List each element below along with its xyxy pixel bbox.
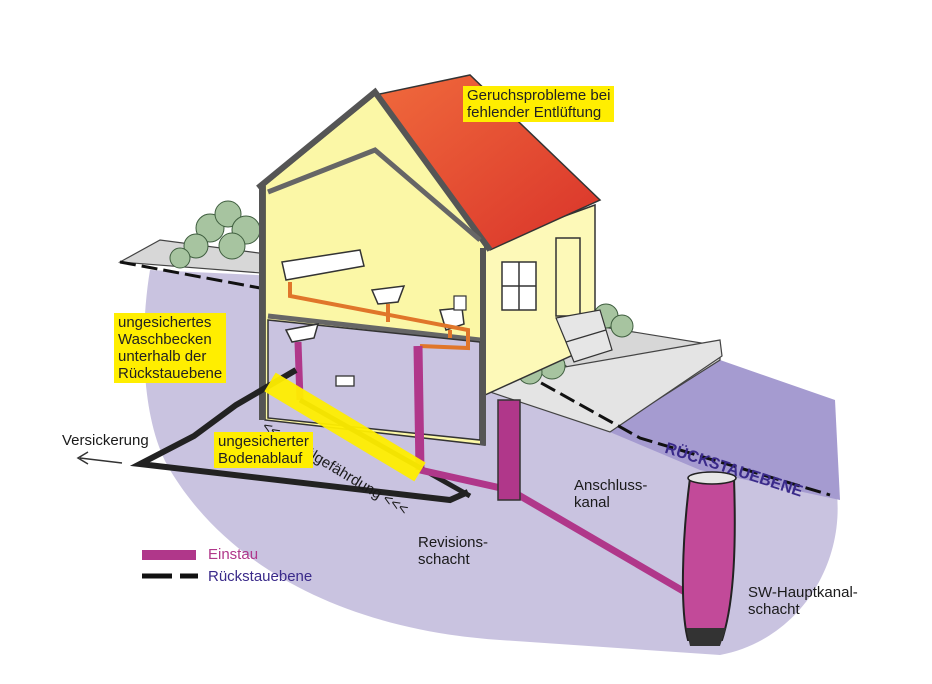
main-shaft-label: SW-Hauptkanal- schacht [748, 584, 858, 618]
legend-backflow-label: Rückstauebene [208, 568, 313, 585]
odor-problem-label: Geruchsprobleme bei fehlender Entlüftung [463, 86, 615, 122]
revision-shaft [497, 399, 521, 501]
house-door [555, 237, 581, 317]
ground-floor-slab [267, 313, 481, 343]
upper-floor-slab [267, 147, 482, 242]
house-steps [555, 309, 613, 363]
main-shaft-cover [687, 471, 737, 485]
revision-shaft-label: Revisions- schacht [418, 534, 489, 568]
house-window [501, 261, 537, 311]
unsecured-basin-label: ungesichertes Waschbecken unterhalb der … [114, 313, 227, 383]
floor-drain [335, 375, 355, 387]
bush-left [169, 200, 261, 269]
legend-einstau-swatch [142, 550, 196, 560]
upper-sink [370, 285, 406, 305]
legend-einstau-label: Einstau [208, 546, 259, 563]
basement-sink [284, 323, 320, 343]
upper-drain-pipe [288, 282, 470, 351]
main-shaft-bottom [686, 628, 726, 646]
seepage-arrow [76, 451, 123, 465]
einstau-stack [413, 345, 425, 471]
house-gable-frame [256, 87, 493, 252]
connection-channel-label: Anschluss- kanal [574, 477, 648, 511]
bathtub [281, 249, 365, 281]
seepage-pipe [129, 367, 470, 504]
main-sewer-shaft [681, 477, 736, 641]
backflow-level-line [119, 260, 831, 497]
flush-arrow-line [264, 372, 426, 482]
seepage-label: Versickerung [62, 432, 149, 449]
unsecured-drain-label: ungesicherter Bodenablauf [214, 432, 313, 468]
